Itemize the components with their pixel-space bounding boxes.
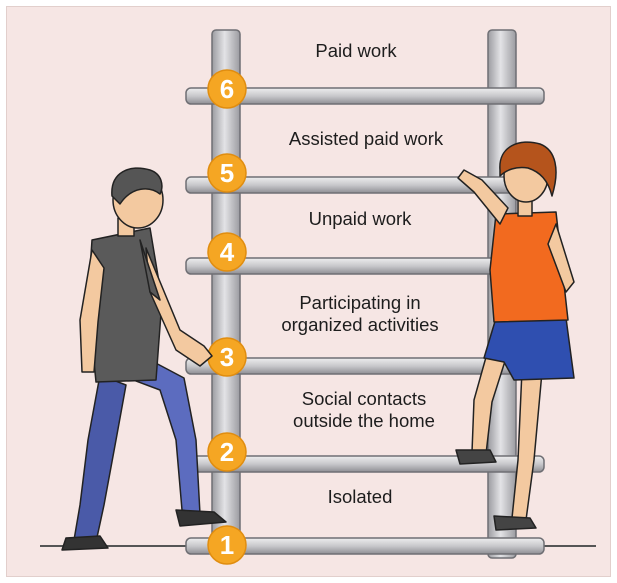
step-badge-6: 6 [207, 69, 247, 109]
step-number-6: 6 [220, 74, 234, 104]
rung-1 [185, 537, 545, 555]
step-badges: 6 5 4 3 2 1 [207, 69, 247, 565]
step-label-4: Unpaid work [308, 208, 412, 229]
step-badge-3: 3 [207, 337, 247, 377]
step-label-2: Social contacts outside the home [293, 388, 435, 431]
step-badge-5: 5 [207, 153, 247, 193]
woman-figure [455, 141, 575, 531]
man-figure [61, 167, 227, 551]
step-label-6: Paid work [315, 40, 397, 61]
rung-6 [185, 87, 545, 105]
step-label-5: Assisted paid work [288, 128, 444, 149]
step-number-4: 4 [220, 237, 235, 267]
step-badge-2: 2 [207, 432, 247, 472]
step-number-5: 5 [220, 158, 234, 188]
step-badge-1: 1 [207, 525, 247, 565]
step-label-3: Participating in organized activities [281, 292, 439, 335]
step-number-2: 2 [220, 437, 234, 467]
step-number-3: 3 [220, 342, 234, 372]
ladder-rungs [185, 87, 545, 555]
step-label-1: Isolated [327, 486, 393, 507]
step-number-1: 1 [220, 530, 234, 560]
step-badge-4: 4 [207, 232, 247, 272]
